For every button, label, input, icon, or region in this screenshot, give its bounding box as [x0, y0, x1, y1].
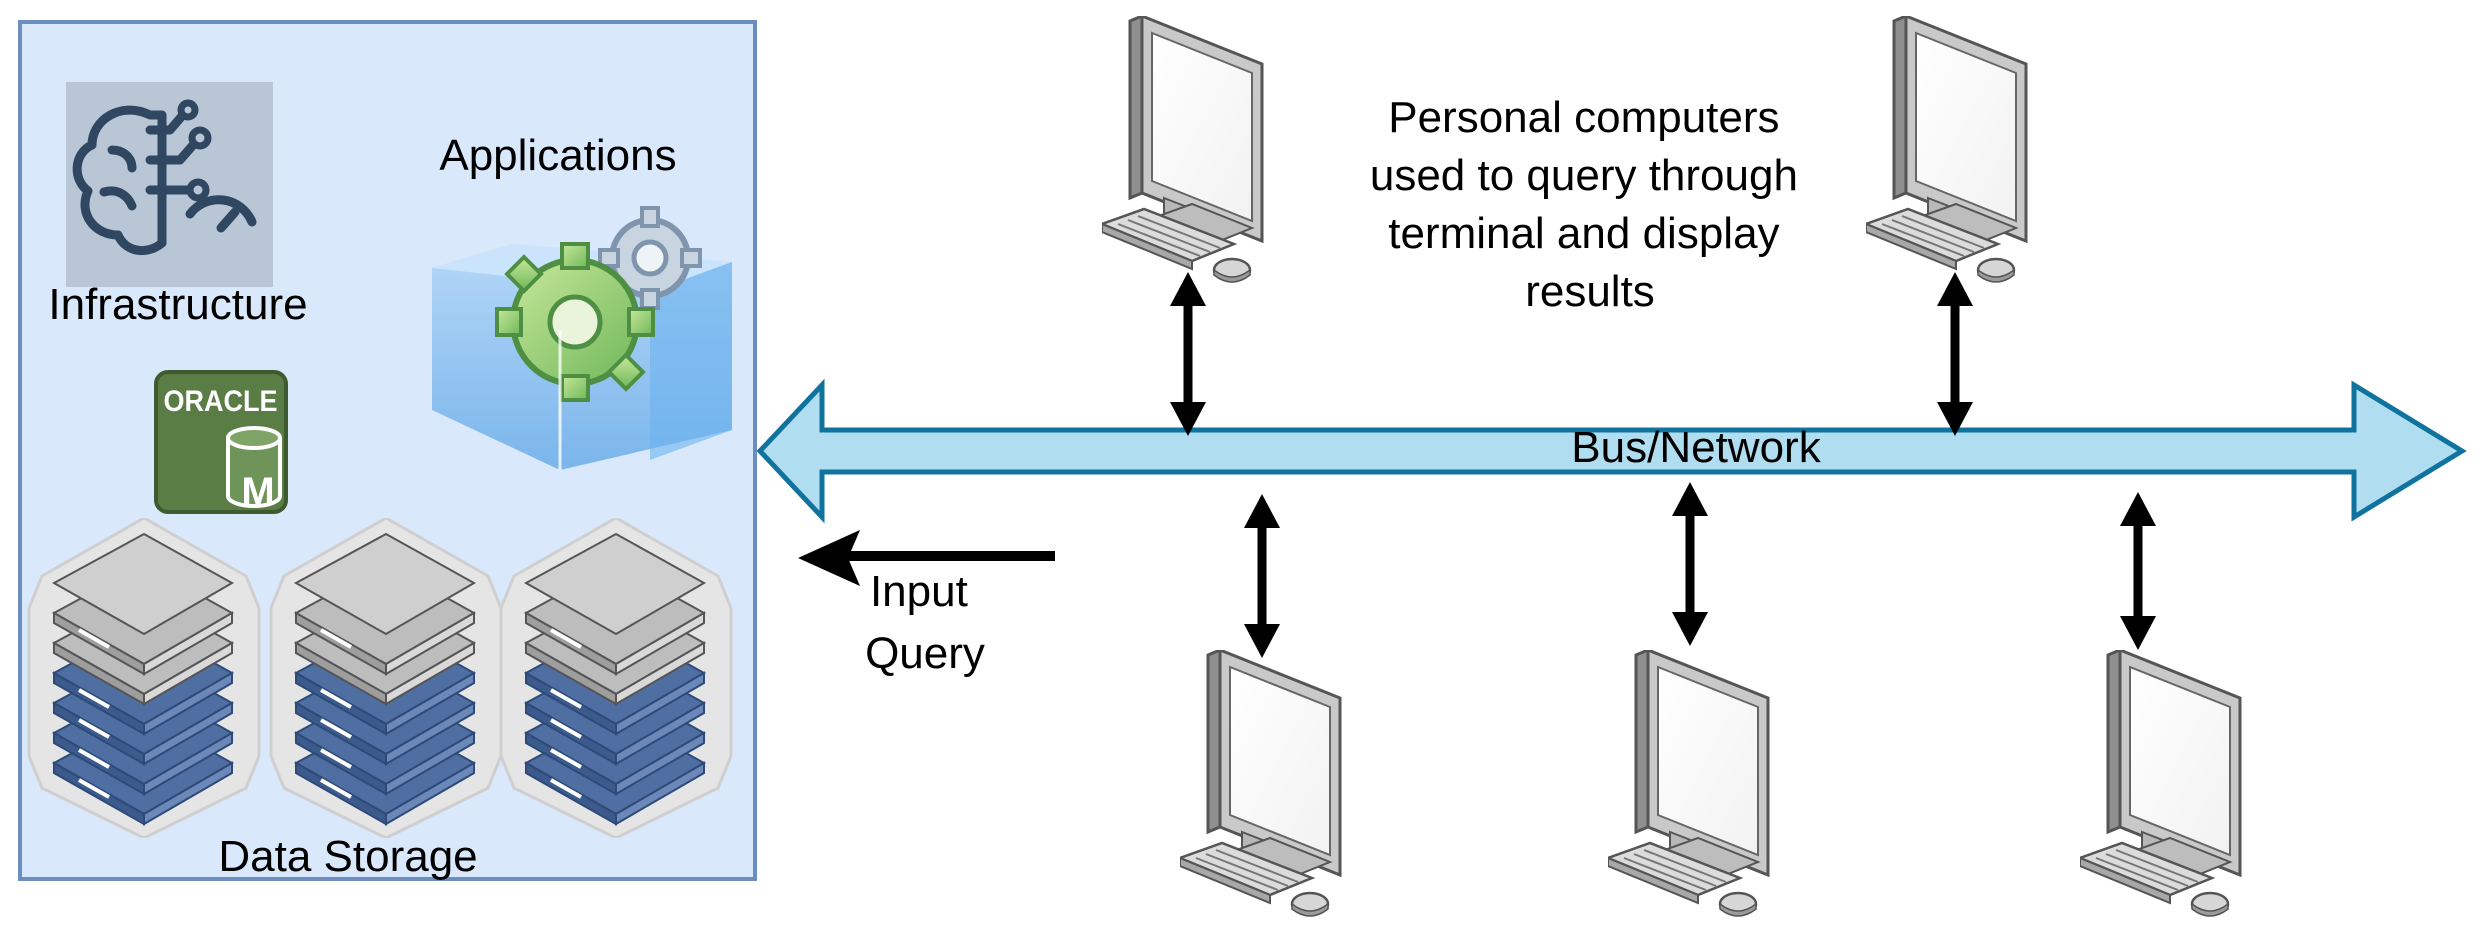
connector-bottom-left — [1244, 494, 1280, 658]
desktop-computer-icon — [1102, 16, 1264, 284]
input-query-arrow — [798, 530, 1055, 586]
computers-note-line-1: Personal computers — [1388, 93, 1779, 142]
server-rack-icon — [499, 518, 733, 838]
desktop-computer-icon — [2080, 650, 2242, 918]
input-query-label: Input Query — [865, 567, 985, 678]
database-badge: M — [241, 470, 274, 514]
input-query-line-1: Input — [870, 567, 968, 616]
computers-note-line-4: results — [1525, 267, 1655, 316]
connector-arrows — [1170, 272, 2156, 658]
connector-top-left — [1170, 272, 1206, 436]
desktop-computer-icon — [1180, 650, 1342, 918]
brain-circuit-gauge-icon — [66, 82, 273, 287]
infrastructure-label: Infrastructure — [48, 280, 307, 329]
oracle-logo-text: ORACLE — [164, 385, 278, 419]
server-rack-icon — [27, 518, 261, 838]
data-storage-label: Data Storage — [218, 832, 477, 881]
computers-note: Personal computers used to query through… — [1370, 93, 1810, 316]
gears-cube-icon — [432, 206, 732, 470]
connector-bottom-right — [2120, 492, 2156, 650]
connector-bottom-middle — [1672, 482, 1708, 646]
applications-label: Applications — [439, 131, 676, 180]
bus-network-arrow — [756, 378, 2467, 524]
bus-network-label: Bus/Network — [1571, 423, 1821, 472]
computers-note-line-3: terminal and display — [1388, 209, 1779, 258]
input-query-line-2: Query — [865, 629, 985, 678]
oracle-database-icon: ORACLE M — [154, 370, 288, 514]
computers-note-line-2: used to query through — [1370, 151, 1798, 200]
connector-top-right — [1937, 272, 1973, 436]
desktop-computer-icon — [1608, 650, 1770, 918]
server-rack-icon — [269, 518, 503, 838]
desktop-computer-icon — [1866, 16, 2028, 284]
